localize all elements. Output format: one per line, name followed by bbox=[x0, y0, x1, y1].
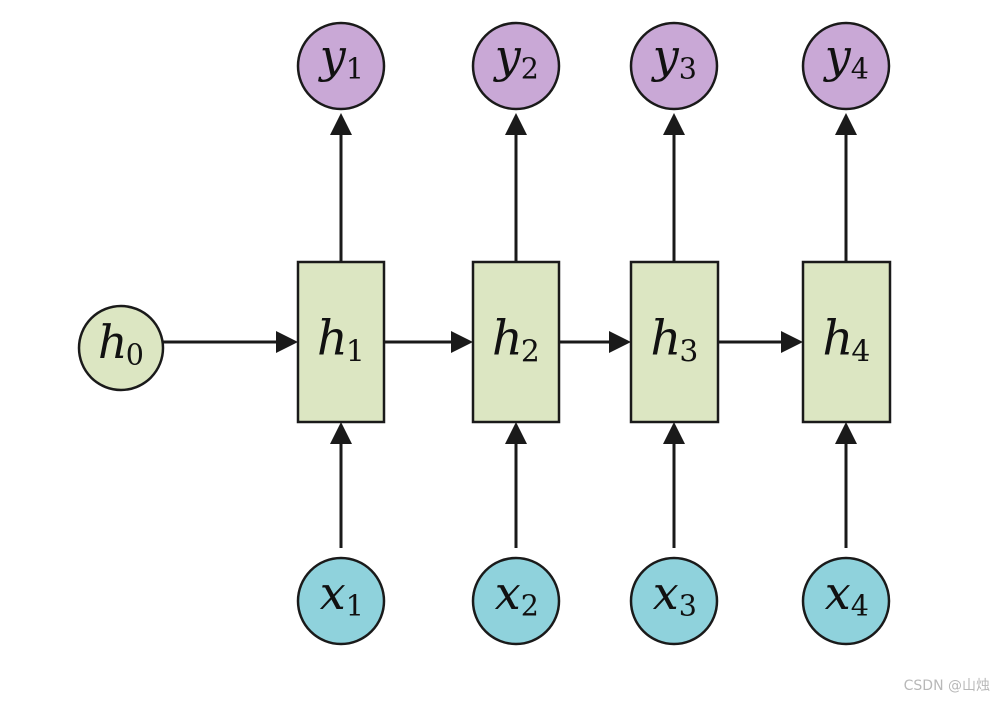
node-h4-label-subscript: 4 bbox=[851, 335, 870, 370]
node-h0-label-subscript: 0 bbox=[126, 339, 144, 372]
node-h2-label: h bbox=[492, 310, 523, 366]
node-x2-label: x bbox=[495, 566, 521, 620]
edge-h1-h2 bbox=[384, 331, 473, 353]
edge-x1-h1 bbox=[330, 422, 352, 548]
node-h4: h4 bbox=[801, 260, 892, 424]
node-y3-label-subscript: 3 bbox=[679, 53, 697, 86]
edge-h1-y1 bbox=[330, 113, 352, 262]
edge-h3-y3 bbox=[663, 113, 685, 262]
node-h2-label-subscript: 2 bbox=[521, 335, 540, 370]
node-x4-label: x bbox=[825, 566, 851, 620]
node-h2: h2 bbox=[471, 260, 561, 424]
node-y4-label-subscript: 4 bbox=[851, 53, 869, 86]
edge-h0-h1 bbox=[163, 331, 298, 353]
node-h4-label: h bbox=[822, 310, 853, 366]
node-h1-label: h bbox=[317, 310, 348, 366]
node-x1-label: x bbox=[320, 566, 346, 620]
edge-x4-h4 bbox=[835, 422, 857, 548]
node-h0-label: h bbox=[98, 315, 128, 369]
node-h1-label-subscript: 1 bbox=[346, 335, 365, 370]
node-x3-label-subscript: 3 bbox=[679, 590, 697, 623]
node-h3-label: h bbox=[650, 310, 681, 366]
node-h1: h1 bbox=[296, 260, 386, 424]
node-y2-label-subscript: 2 bbox=[521, 53, 539, 86]
node-y1-label-subscript: 1 bbox=[346, 53, 364, 86]
node-x4-label-subscript: 4 bbox=[851, 590, 869, 623]
node-h3: h3 bbox=[629, 260, 720, 424]
edge-x3-h3 bbox=[663, 422, 685, 548]
node-x1-label-subscript: 1 bbox=[346, 590, 364, 623]
edges-group bbox=[163, 113, 857, 548]
node-y1-label: y bbox=[318, 29, 347, 83]
node-h3-label-subscript: 3 bbox=[679, 335, 698, 370]
watermark-text: CSDN @山烛 bbox=[903, 678, 990, 694]
edge-x2-h2 bbox=[505, 422, 527, 548]
node-x3-label: x bbox=[653, 566, 679, 620]
node-y3-label: y bbox=[651, 29, 680, 83]
node-y4-label: y bbox=[823, 29, 852, 83]
edge-h2-y2 bbox=[505, 113, 527, 262]
node-x2-label-subscript: 2 bbox=[521, 590, 539, 623]
edge-h2-h3 bbox=[559, 331, 631, 353]
edge-h3-h4 bbox=[718, 331, 803, 353]
node-h0: h0 bbox=[77, 304, 165, 392]
edge-h4-y4 bbox=[835, 113, 857, 262]
node-y2-label: y bbox=[493, 29, 522, 83]
